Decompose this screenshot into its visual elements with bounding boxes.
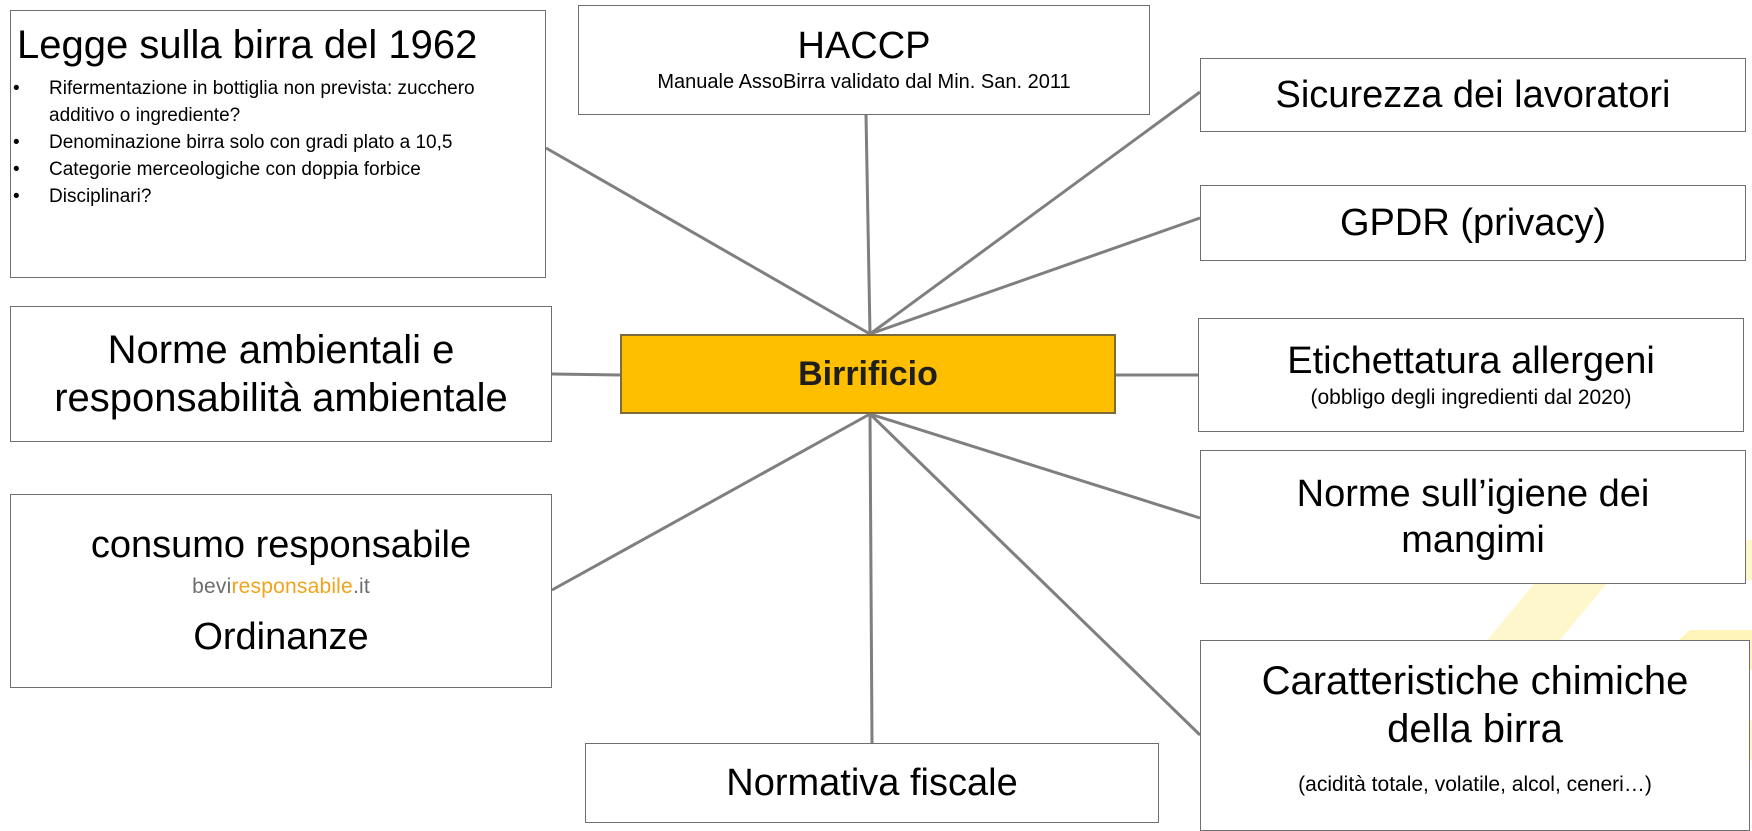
- consumo-title: consumo responsabile: [90, 524, 472, 566]
- legge-list: Rifermentazione in bottiglia non previst…: [11, 75, 545, 210]
- gpdr-box: GPDR (privacy): [1200, 185, 1746, 261]
- haccp-box: HACCP Manuale AssoBirra validato dal Min…: [578, 5, 1150, 115]
- connector-gpdr: [869, 216, 1201, 336]
- beviresponsabile-logo: beviresponsabile.it: [192, 574, 370, 600]
- haccp-title: HACCP: [797, 25, 931, 67]
- center-label: Birrificio: [798, 354, 938, 393]
- caratteristiche-box: Caratteristiche chimiche della birra (ac…: [1200, 640, 1750, 831]
- connector-fiscale: [868, 413, 874, 744]
- consumo-footer: Ordinanze: [193, 616, 369, 658]
- legge-item: Categorie merceologiche con doppia forbi…: [11, 156, 545, 183]
- legge-item: Denominazione birra solo con gradi plato…: [11, 129, 545, 156]
- gpdr-title: GPDR (privacy): [1339, 202, 1607, 244]
- connector-consumo: [551, 412, 871, 592]
- norme-title: Norme ambientali e responsabilità ambien…: [54, 328, 508, 420]
- norme-ambientali-box: Norme ambientali e responsabilità ambien…: [10, 306, 552, 442]
- haccp-subtitle: Manuale AssoBirra validato dal Min. San.…: [657, 71, 1071, 93]
- sicurezza-box: Sicurezza dei lavoratori: [1200, 58, 1746, 132]
- connector-sicurezza: [869, 90, 1201, 336]
- fiscale-title: Normativa fiscale: [726, 762, 1018, 804]
- legge-1962-box: Legge sulla birra del 1962 Rifermentazio…: [10, 10, 546, 278]
- legge-item: Rifermentazione in bottiglia non previst…: [11, 75, 545, 129]
- legge-item: Disciplinari?: [11, 183, 545, 210]
- connector-haccp: [864, 114, 872, 335]
- etichettatura-subtitle: (obbligo degli ingredienti dal 2020): [1310, 386, 1632, 409]
- igiene-title: Norme sull’igiene dei mangimi: [1296, 473, 1650, 561]
- logo-part: .it: [352, 575, 370, 598]
- consumo-responsabile-box: consumo responsabile beviresponsabile.it…: [10, 494, 552, 688]
- caratteristiche-title: Caratteristiche chimiche della birra: [1261, 659, 1689, 751]
- connector-norme: [551, 372, 621, 377]
- connector-igiene: [869, 412, 1201, 520]
- etichettatura-title: Etichettatura allergeni: [1287, 340, 1655, 382]
- igiene-box: Norme sull’igiene dei mangimi: [1200, 450, 1746, 584]
- logo-part: bevi: [192, 575, 232, 598]
- normativa-fiscale-box: Normativa fiscale: [585, 743, 1159, 823]
- etichettatura-box: Etichettatura allergeni (obbligo degli i…: [1198, 318, 1744, 432]
- connector-legge: [545, 146, 871, 336]
- caratteristiche-subtitle: (acidità totale, volatile, alcol, ceneri…: [1298, 773, 1652, 796]
- connector-caratteristiche: [868, 412, 1202, 737]
- logo-part: responsabile: [231, 575, 353, 598]
- legge-title: Legge sulla birra del 1962: [17, 23, 478, 67]
- sicurezza-title: Sicurezza dei lavoratori: [1275, 74, 1671, 116]
- birrificio-center-box: Birrificio: [620, 334, 1116, 414]
